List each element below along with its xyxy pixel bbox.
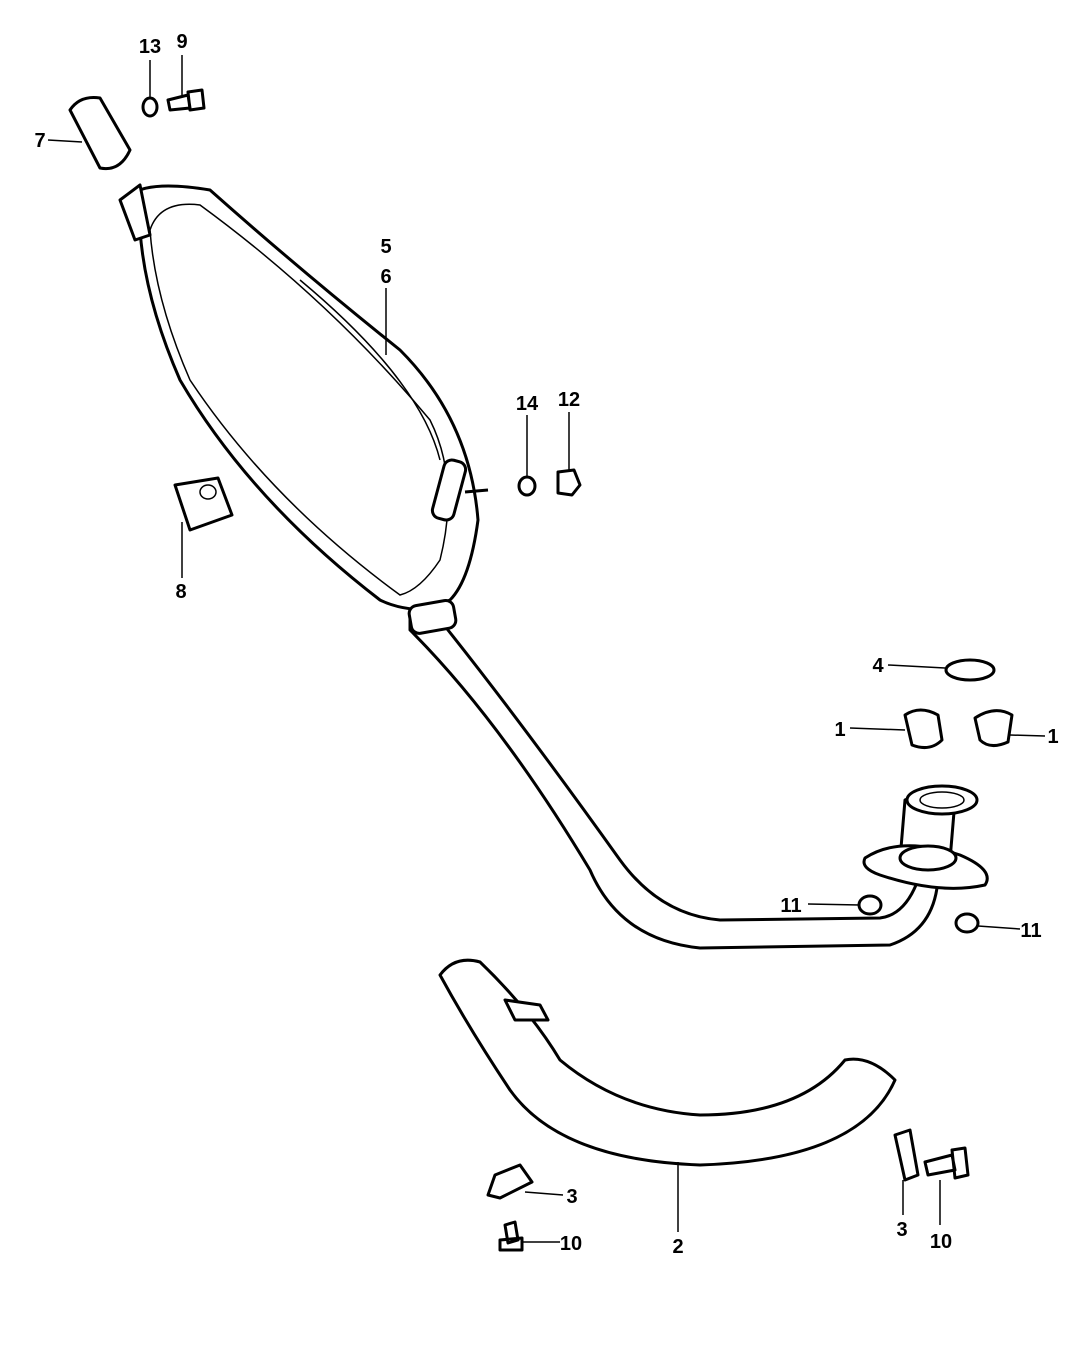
- callout-6: 6: [380, 266, 391, 288]
- callout-7: 7: [34, 130, 45, 152]
- part-3-bracket-left: [486, 1163, 534, 1200]
- part-7-tailpipe: [68, 96, 132, 171]
- part-13-washer: [141, 96, 159, 118]
- callout-11-left: 11: [780, 895, 801, 917]
- callout-13: 13: [139, 36, 161, 58]
- exhaust-pipe: [407, 598, 989, 950]
- callout-14: 14: [516, 393, 539, 415]
- part-1-collar-right: [973, 709, 1014, 747]
- part-10-bolt-left: [498, 1220, 524, 1252]
- small-parts: [68, 88, 1014, 1252]
- callout-1-left: 1: [834, 719, 845, 741]
- part-1-collar-left: [903, 708, 944, 750]
- part-11-nut-left: [857, 894, 883, 916]
- callout-1-right: 1: [1047, 726, 1058, 748]
- part-14-washer: [517, 475, 537, 497]
- part-11-nut-right: [954, 912, 980, 934]
- muffler: [118, 183, 489, 612]
- part-8-rubber: [173, 476, 234, 532]
- callout-8: 8: [175, 581, 186, 603]
- callout-5: 5: [380, 236, 391, 258]
- leader-lines: [47, 55, 1046, 1243]
- part-12-nut: [556, 468, 582, 497]
- callout-4: 4: [872, 655, 884, 677]
- callout-12: 12: [558, 389, 580, 411]
- callout-3-right: 3: [896, 1219, 907, 1241]
- callouts: 13 9 7 5 6 14 12 8 4 1 1 11 11 3 10 2 3 …: [34, 31, 1058, 1258]
- callout-10-left: 10: [560, 1233, 582, 1255]
- callout-9: 9: [176, 31, 187, 53]
- part-3-bracket-right: [893, 1128, 920, 1182]
- callout-2: 2: [672, 1236, 683, 1258]
- callout-11-right: 11: [1020, 920, 1041, 942]
- callout-10-right: 10: [930, 1231, 952, 1253]
- callout-3-left: 3: [566, 1186, 577, 1208]
- part-10-bolt-right: [923, 1146, 970, 1180]
- heat-guard: [438, 958, 897, 1167]
- part-9-bolt: [166, 88, 206, 112]
- part-4-gasket: [944, 658, 996, 682]
